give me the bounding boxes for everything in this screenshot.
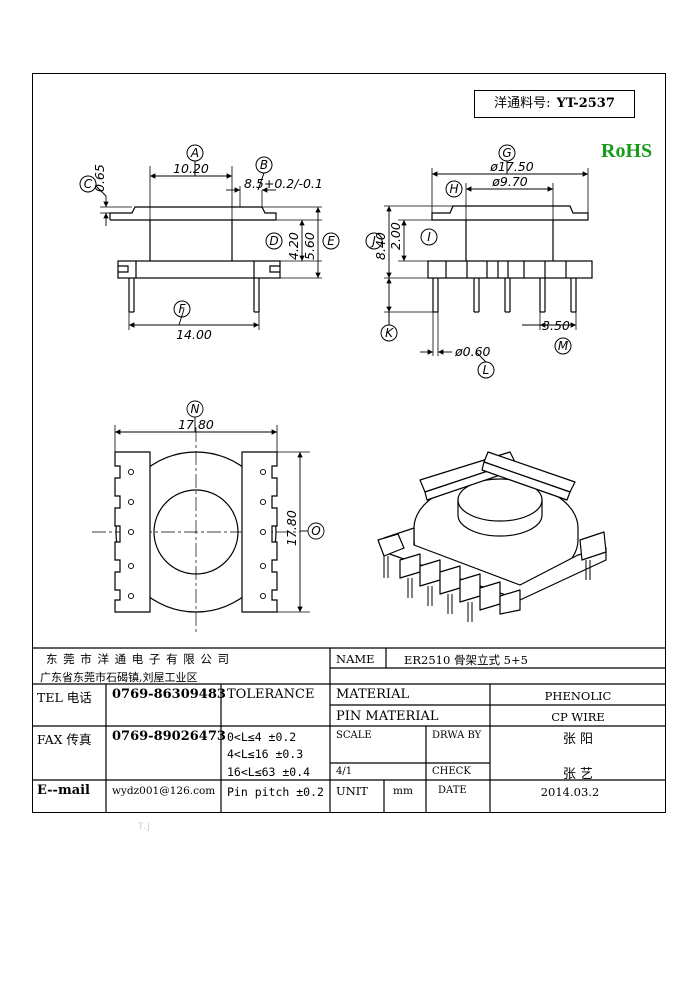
part-number-box: 洋通料号: YT-2537 — [474, 90, 635, 118]
email-value: wydz001@126.com — [112, 785, 216, 797]
dim-n: 17.80 — [178, 417, 214, 432]
dim-b: 8.5+0.2/-0.1 — [244, 176, 323, 191]
tel-value: 0769-86309483 — [112, 687, 226, 702]
rohs-mark: RoHS — [601, 140, 653, 162]
callout-a: A — [190, 146, 199, 160]
callout-b: B — [260, 158, 268, 172]
check-label: CHECK — [432, 766, 471, 777]
dim-m: 3.50 — [542, 318, 570, 333]
unit-value: mm — [393, 785, 413, 797]
drawing-sheet-border — [32, 73, 666, 813]
dim-c: 0.65 — [92, 164, 107, 192]
drawn-by-label: DRWA BY — [432, 730, 482, 741]
part-number-value: YT-2537 — [556, 96, 615, 111]
dim-o: 17.80 — [284, 510, 299, 546]
dim-i: 2.00 — [388, 222, 403, 250]
scale-value: 4/1 — [336, 766, 353, 777]
date-value: 2014.03.2 — [540, 785, 600, 799]
material-label: MATERIAL — [336, 687, 410, 702]
date-label: DATE — [438, 785, 467, 796]
pin-material-label: PIN MATERIAL — [336, 709, 439, 724]
company-name: 东 莞 市 洋 通 电 子 有 限 公 司 — [46, 652, 231, 666]
dim-f: 14.00 — [176, 327, 212, 342]
dim-a: 10.20 — [173, 161, 209, 176]
callout-d: D — [269, 234, 278, 248]
dim-e: 5.60 — [302, 232, 317, 260]
check-value: 张 艺 — [562, 767, 594, 782]
scale-label: SCALE — [336, 730, 372, 741]
faint-watermark: T.J — [138, 822, 151, 832]
callout-l: L — [483, 363, 490, 377]
callout-n: N — [191, 402, 200, 416]
top-view — [92, 400, 325, 632]
tolerance-line-1: 0<L≤4 ±0.2 — [227, 730, 297, 744]
fax-label: FAX 传真 — [37, 732, 92, 747]
pin-material-value: CP WIRE — [551, 710, 605, 724]
dim-d: 4.20 — [286, 232, 301, 260]
isometric-view — [377, 451, 607, 622]
callout-c: C — [84, 177, 93, 191]
callout-o: O — [311, 524, 320, 538]
side-view-labels: G H I J K L M ø17.50 ø9.70 2.00 8.40 ø0.… — [370, 146, 570, 377]
drawn-by-value: 张 阳 — [562, 732, 594, 747]
callout-k: K — [385, 326, 394, 340]
name-value: ER2510 骨架立式 5+5 — [404, 653, 528, 667]
callout-j: J — [370, 234, 376, 248]
top-view-labels: N O 17.80 17.80 — [178, 402, 321, 546]
material-value: PHENOLIC — [544, 689, 612, 703]
callout-f: F — [179, 302, 187, 316]
dim-g: ø17.50 — [489, 159, 533, 174]
callout-i: I — [427, 230, 431, 244]
side-view — [365, 144, 593, 379]
name-label: NAME — [336, 652, 375, 666]
callout-h: H — [449, 182, 458, 196]
tel-label: TEL 电话 — [37, 690, 92, 705]
part-number-label: 洋通料号: — [494, 96, 551, 111]
callout-g: G — [502, 146, 511, 160]
tolerance-line-3: 16<L≤63 ±0.4 — [227, 765, 311, 779]
front-view — [79, 144, 340, 330]
callout-m: M — [558, 339, 569, 353]
tolerance-line-2: 4<L≤16 ±0.3 — [227, 747, 304, 761]
front-view-labels: A B C D E F 10.20 8.5+0.2/-0.1 0.65 4.20… — [84, 146, 335, 342]
company-address: 广东省东莞市石碣镇,刘屋工业区 — [40, 671, 198, 684]
callout-e: E — [327, 234, 335, 248]
title-block-grid — [32, 647, 666, 813]
tolerance-label: TOLERANCE — [227, 687, 315, 702]
dim-j: 8.40 — [373, 232, 388, 260]
unit-label: UNIT — [336, 784, 368, 798]
email-label: E--mail — [37, 783, 90, 798]
fax-value: 0769-89026473 — [112, 729, 226, 744]
pin-pitch: Pin pitch ±0.2 — [227, 785, 324, 799]
dim-h: ø9.70 — [491, 174, 528, 189]
dim-l: ø0.60 — [454, 344, 491, 359]
